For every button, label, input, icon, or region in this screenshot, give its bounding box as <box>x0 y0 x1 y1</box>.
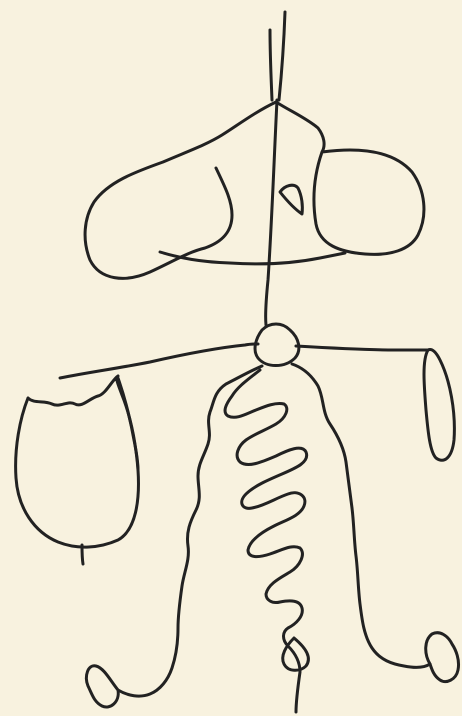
central-loop <box>280 185 302 214</box>
central-axis-line <box>266 100 277 325</box>
right-wavy-tube <box>292 364 430 667</box>
upper-right-lobe <box>276 102 424 254</box>
coiled-tube <box>225 370 307 712</box>
top-vessel-line-right <box>279 12 285 100</box>
central-node <box>255 324 299 366</box>
left-large-sac <box>16 376 139 547</box>
left-sac-inner-line <box>118 378 138 470</box>
left-sac-stem <box>82 545 83 564</box>
horizontal-branch <box>60 344 428 378</box>
right-small-sac <box>424 349 454 460</box>
bottom-left-terminal <box>86 666 118 707</box>
upper-left-lobe <box>85 102 276 278</box>
top-vessel-line-left <box>270 30 272 100</box>
bottom-right-terminal <box>426 633 459 682</box>
